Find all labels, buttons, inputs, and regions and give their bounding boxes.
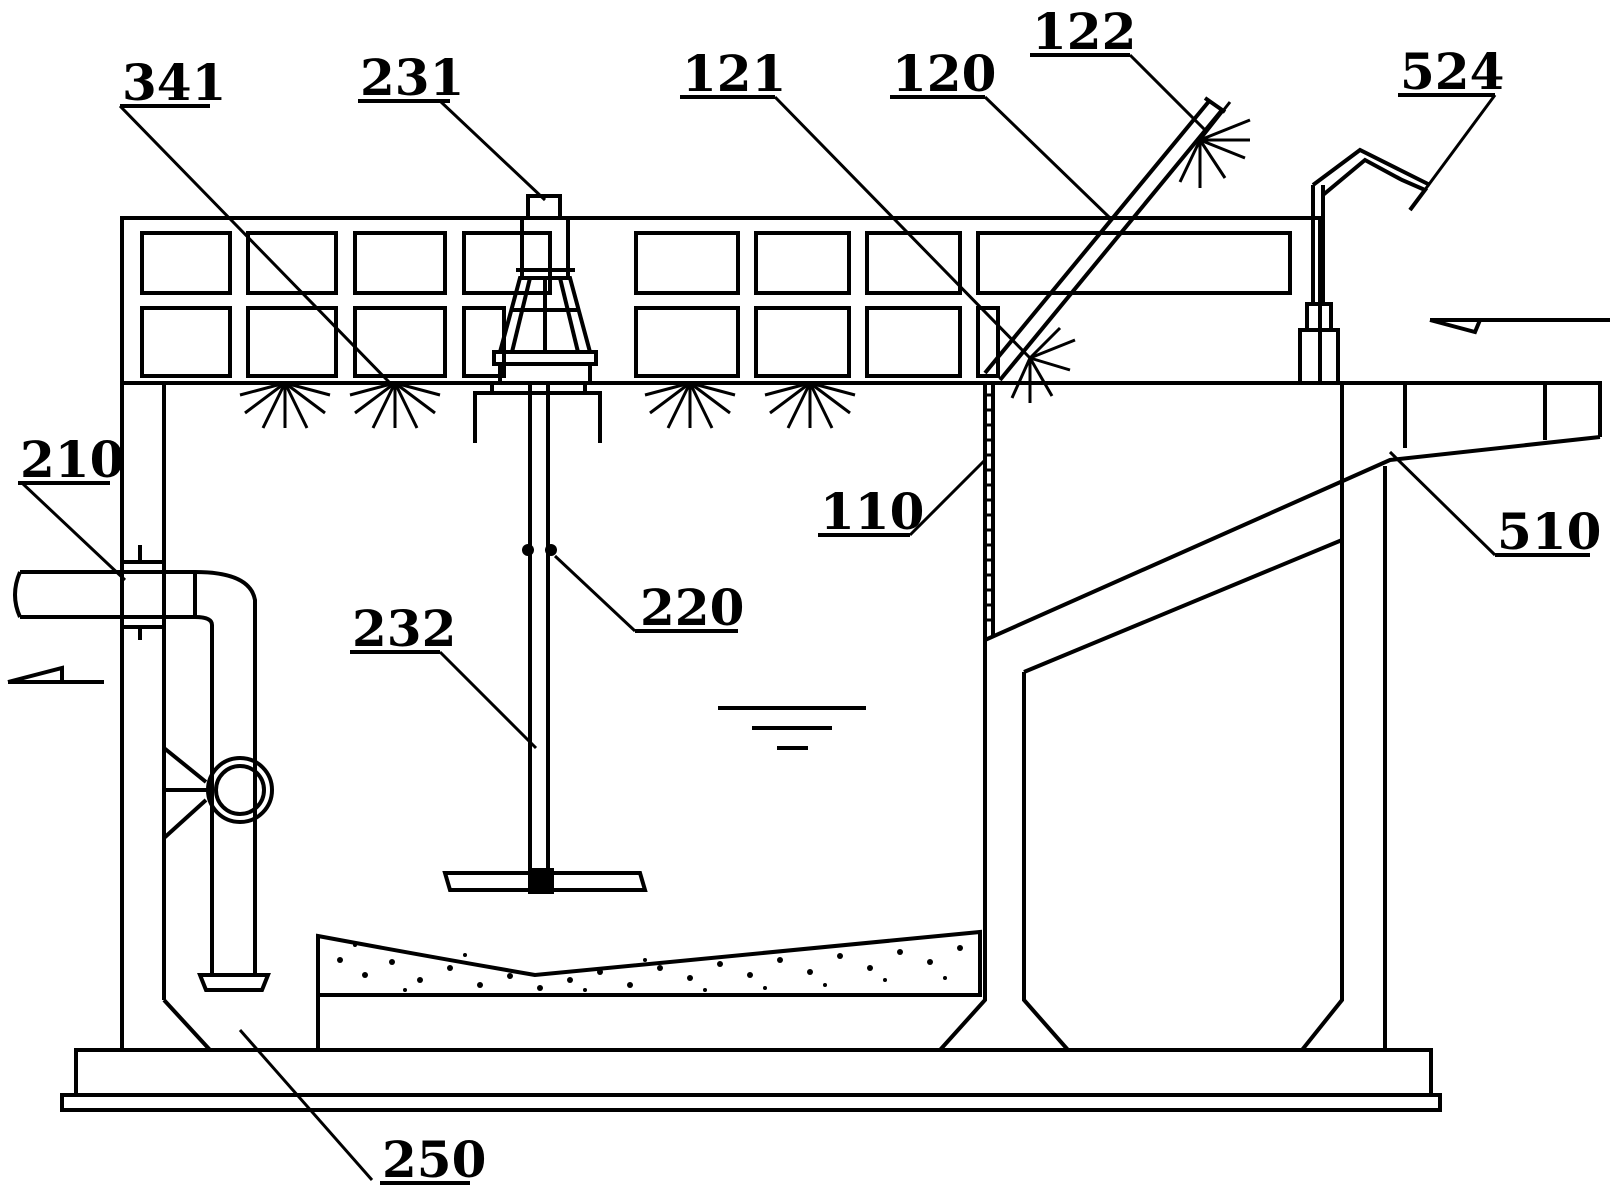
labels: 341 231 121 120 122 524 210 110 510 220 … (20, 2, 1601, 1189)
inclined-conveyor (983, 96, 1227, 382)
label-120: 120 (892, 44, 996, 103)
sludge-sediment (316, 929, 982, 1050)
spray-nozzle (349, 381, 441, 429)
inlet-pipe (13, 545, 274, 992)
label-110: 110 (820, 482, 924, 541)
leader-231 (358, 99, 547, 202)
label-231: 231 (360, 48, 464, 107)
spray-nozzle (764, 381, 856, 429)
leader-524 (1398, 93, 1497, 211)
label-341: 341 (122, 53, 226, 112)
label-210: 210 (20, 430, 124, 489)
leader-250 (238, 1029, 470, 1185)
tank-body (120, 381, 1602, 1052)
ground-level-symbol (7, 665, 104, 684)
label-250: 250 (382, 1130, 486, 1189)
water-level-symbol (718, 706, 866, 750)
mixer-shaft (522, 383, 557, 870)
label-122: 122 (1032, 2, 1136, 61)
mixer-impeller (442, 868, 648, 894)
leader-lines (18, 53, 1590, 1185)
leader-210 (18, 481, 127, 582)
leader-341 (118, 104, 392, 385)
railing-frame (120, 216, 1322, 385)
label-121: 121 (682, 44, 786, 103)
screen-plate (983, 383, 995, 637)
conveyor-spray-head-lower (1010, 326, 1076, 403)
label-232: 232 (352, 599, 456, 658)
leader-220 (553, 554, 738, 633)
base-slab (60, 1048, 1442, 1112)
leader-110 (818, 458, 987, 537)
leader-121 (680, 95, 1032, 360)
spray-nozzle (644, 381, 736, 429)
ground-level-symbol (1429, 318, 1610, 335)
mixer-motor (473, 194, 602, 443)
spray-nozzles (239, 381, 856, 429)
leader-510 (1388, 450, 1590, 557)
leader-232 (350, 650, 538, 750)
label-524: 524 (1400, 42, 1504, 101)
leader-122 (1030, 53, 1207, 132)
leader-120 (890, 95, 1112, 220)
lifting-davit (1298, 147, 1431, 385)
label-220: 220 (640, 578, 744, 637)
spray-nozzle (239, 381, 331, 429)
conveyor-spray-head-upper (1178, 101, 1251, 188)
label-510: 510 (1497, 502, 1601, 561)
